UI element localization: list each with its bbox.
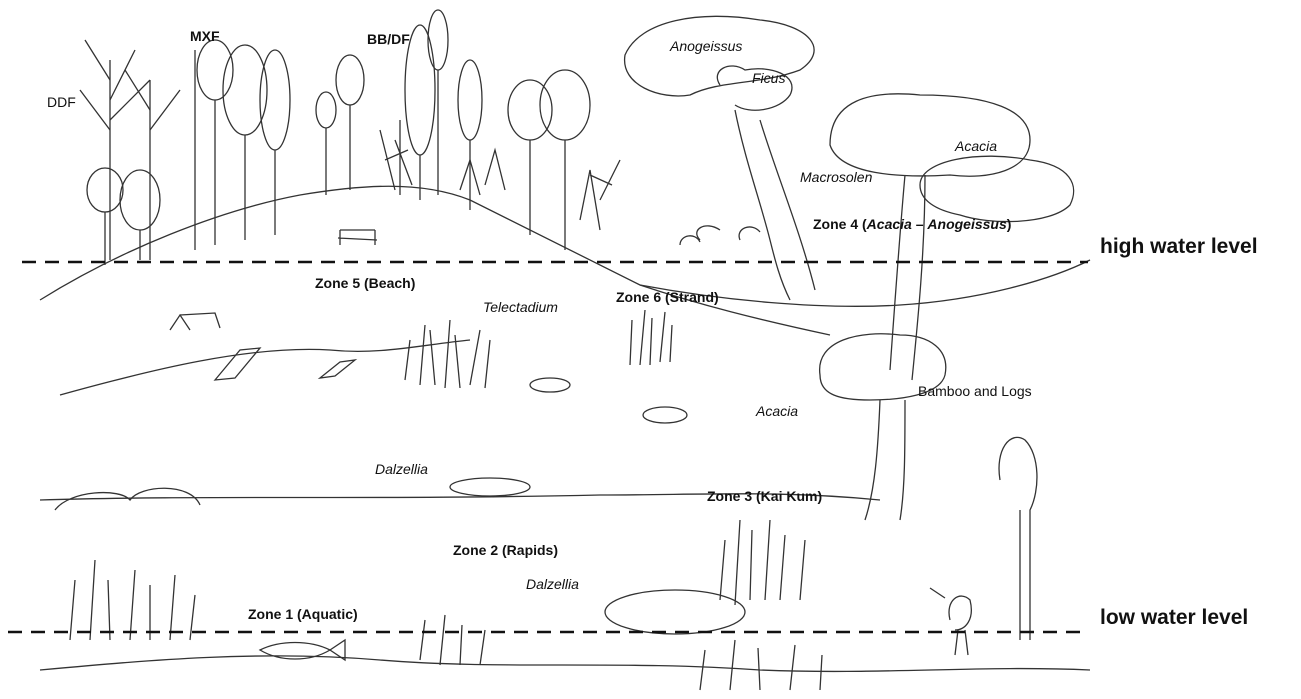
label-zone-3: Zone 3 (Kai Kum): [707, 488, 822, 504]
label-zone-2: Zone 2 (Rapids): [453, 542, 558, 558]
label-mxf: MXF: [190, 28, 220, 44]
label-low-water-level: low water level: [1100, 606, 1248, 630]
label-telectadium: Telectadium: [483, 299, 558, 315]
label-acacia-mid: Acacia: [756, 403, 798, 419]
label-bamboo-logs: Bamboo and Logs: [918, 383, 1032, 399]
label-dalzellia-upper: Dalzellia: [375, 461, 428, 477]
river-bottom-line: [40, 656, 1090, 672]
hill-outline: [40, 186, 830, 335]
label-acacia-top: Acacia: [955, 138, 997, 154]
anogeissus-ficus-tree: [625, 16, 815, 300]
camp-frame-hill: [338, 230, 377, 245]
label-ddf: DDF: [47, 94, 76, 110]
label-zone-4: Zone 4 (Acacia – Anogeissus): [813, 216, 1011, 232]
camp-frame-beach: [170, 313, 220, 330]
label-high-water-level: high water level: [1100, 235, 1258, 259]
label-bb-df: BB/DF: [367, 31, 410, 47]
label-macrosolen: Macrosolen: [800, 169, 872, 185]
beach-strand-vegetation: [215, 310, 687, 423]
acacia-trees-right: [680, 94, 1074, 640]
label-ficus: Ficus: [752, 70, 785, 86]
forest-trees: [80, 10, 620, 265]
label-zone-1: Zone 1 (Aquatic): [248, 606, 358, 622]
label-anogeissus: Anogeissus: [670, 38, 742, 54]
label-dalzellia-lower: Dalzellia: [526, 576, 579, 592]
label-zone-5: Zone 5 (Beach): [315, 275, 415, 291]
rocks-and-dalzellia: [55, 478, 745, 634]
label-zone-6: Zone 6 (Strand): [616, 289, 719, 305]
